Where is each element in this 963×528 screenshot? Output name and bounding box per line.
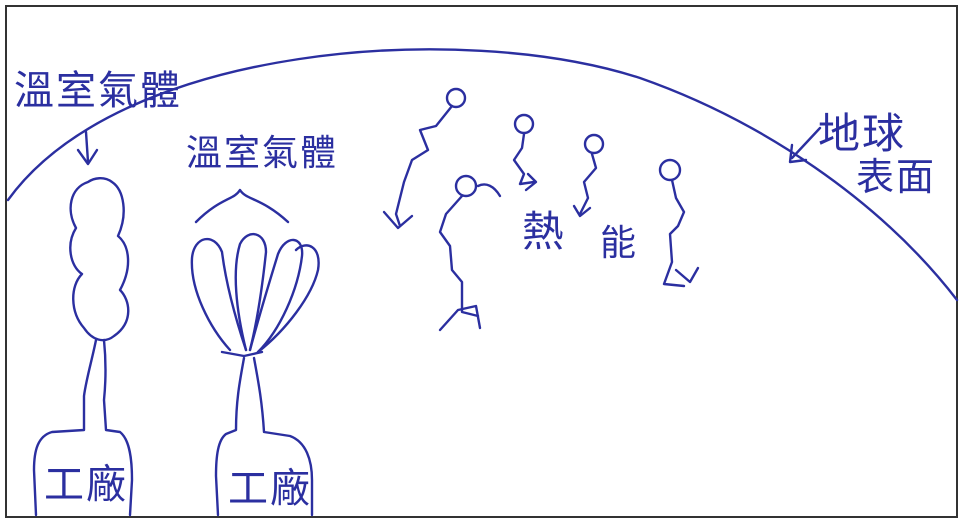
heat-energy-label-1: 熱	[522, 207, 567, 256]
greenhouse-gas-label-left: 溫室氣體	[14, 68, 182, 114]
heat-energy-label-2: 能	[600, 223, 639, 264]
left-chimney	[32, 338, 98, 517]
factory-label-right: 工廠	[228, 466, 312, 512]
heat-figure-5	[658, 158, 700, 288]
heat-figure-3	[572, 133, 605, 218]
right-chimney	[214, 356, 246, 517]
right-gas-cloud	[190, 188, 320, 358]
left-factory	[32, 338, 134, 517]
heat-figure-2	[512, 113, 538, 192]
greenhouse-gas-label-right: 溫室氣體	[186, 133, 339, 174]
earth-surface-arc	[6, 48, 959, 302]
earth-surface-label-line2: 表面	[856, 155, 937, 199]
left-gas-cloud	[69, 177, 130, 342]
arrow-to-left-cloud	[76, 130, 99, 166]
paper-frame	[5, 5, 958, 518]
right-factory	[214, 356, 314, 517]
earth-surface-label-line1: 地球	[818, 109, 907, 158]
arrow-to-earth-surface	[788, 126, 822, 164]
heat-figure-1	[382, 87, 467, 230]
heat-figure-4	[438, 174, 502, 332]
factory-label-left: 工廠	[44, 462, 128, 508]
